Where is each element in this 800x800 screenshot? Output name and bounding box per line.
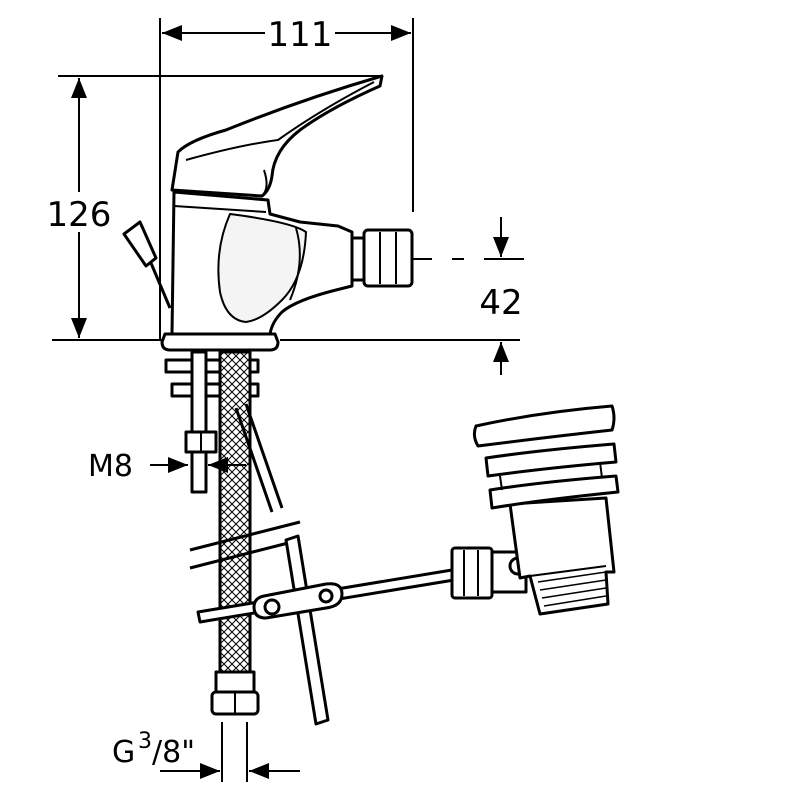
hose-thread-numerator: 3 (138, 729, 152, 754)
popup-rod (234, 403, 284, 513)
lever-handle (170, 74, 384, 198)
spout-height-dimension (280, 217, 524, 375)
drain-assembly (450, 404, 620, 616)
height-label: 126 (47, 195, 112, 235)
spout-height-label: 42 (479, 283, 522, 323)
popup-knob (122, 220, 172, 309)
hose-thread-dimension (160, 722, 300, 782)
rod-thread-label: M8 (88, 449, 133, 484)
hose-thread-denominator: /8" (152, 735, 195, 770)
break-lines (189, 520, 301, 570)
mixer-body (160, 190, 354, 352)
height-dimension (52, 75, 382, 341)
hose-thread-prefix: G (112, 735, 135, 770)
linkage-rod (284, 534, 330, 726)
width-label: 111 (268, 15, 333, 55)
spout-connector (350, 228, 414, 288)
